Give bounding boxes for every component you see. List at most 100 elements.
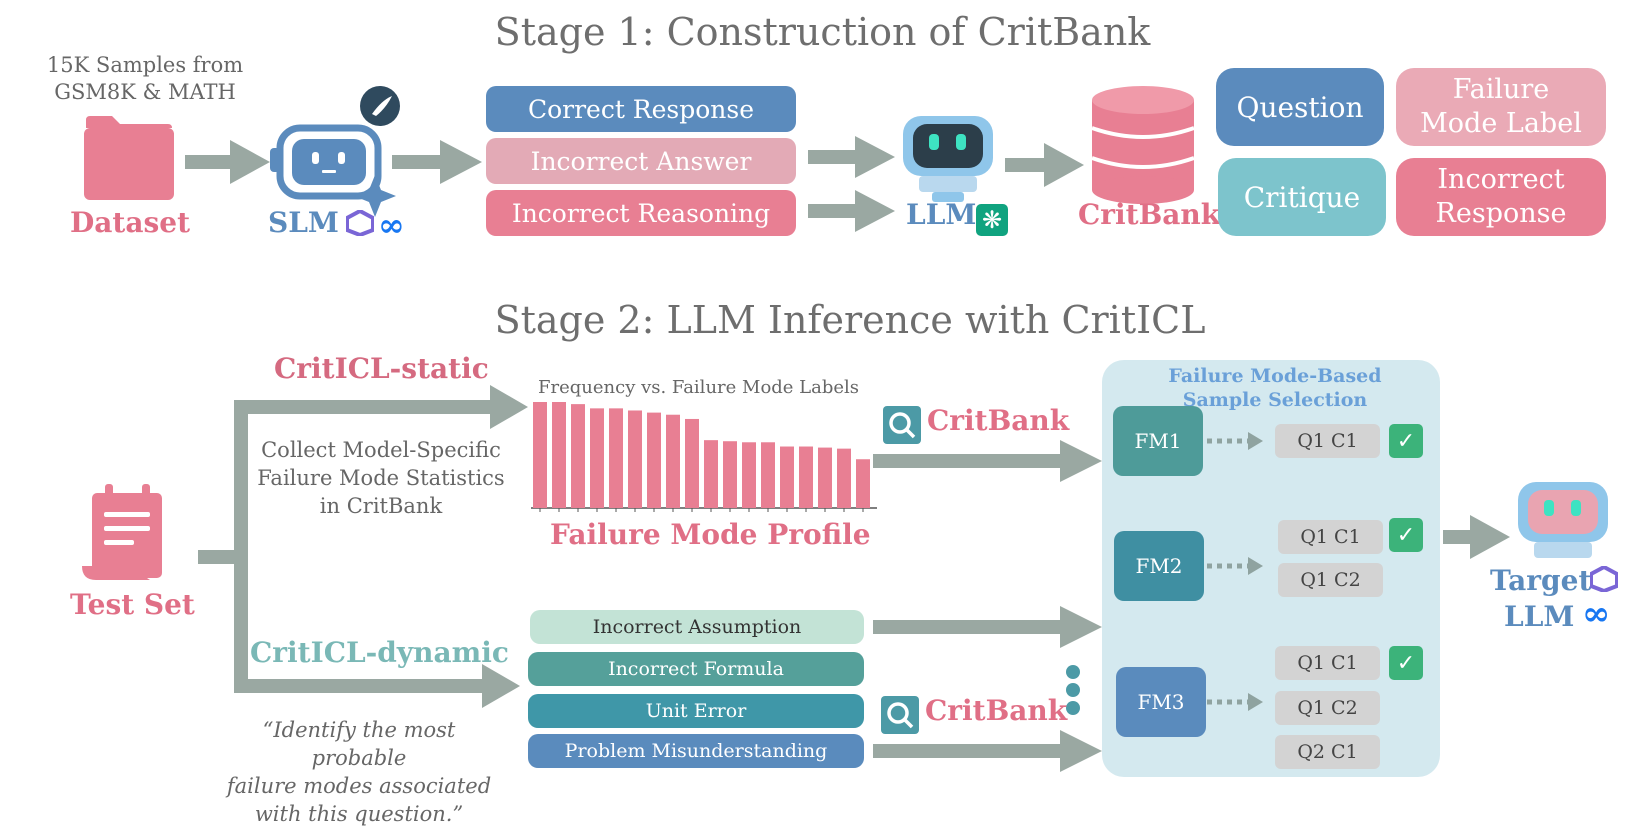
quote-line-2: failure modes associated	[226, 774, 492, 798]
llm-label: LLM	[906, 198, 977, 231]
question-field: Question	[1216, 68, 1384, 146]
search-icon	[881, 696, 919, 734]
qwen-logo-icon	[1589, 564, 1619, 594]
dotted-arrow-fm2	[1207, 557, 1263, 575]
failure-mode-incorrect-formula: Incorrect Formula	[528, 652, 864, 686]
target-label: Target	[1490, 564, 1592, 597]
arrow-llm-critbank	[1005, 143, 1084, 187]
selection-title-line-1: Failure Mode-Based	[1168, 365, 1382, 387]
check-icon: ✓	[1389, 646, 1423, 680]
chart-bar	[552, 402, 566, 508]
ellipsis-dots	[1066, 665, 1080, 715]
failure-mode-label-line-1: Failure	[1452, 74, 1550, 105]
correct-response-box: Correct Response	[486, 86, 796, 132]
slm-robot-icon	[270, 86, 400, 217]
chart-bar	[799, 446, 813, 508]
chart-bar	[590, 408, 604, 508]
meta-logo-icon: ∞	[1582, 594, 1611, 634]
incorrect-reasoning-box: Incorrect Reasoning	[486, 190, 796, 236]
meta-logo-icon: ∞	[378, 206, 405, 244]
chart-bar	[533, 402, 547, 508]
incorrect-response-field: Incorrect Response	[1396, 158, 1606, 236]
failure-mode-label-line-2: Mode Label	[1420, 108, 1582, 139]
dynamic-prompt-quote: “Identify the most probable failure mode…	[214, 716, 504, 828]
fm2-sample-q1c1: Q1 C1	[1278, 520, 1383, 554]
chart-bar	[742, 442, 756, 508]
collect-line-3: in CritBank	[319, 494, 443, 518]
fm1-sample-q1c1: Q1 C1	[1275, 424, 1380, 458]
incorrect-answer-box: Incorrect Answer	[486, 138, 796, 184]
failure-frequency-chart	[531, 402, 877, 512]
fm3-sample-q1c1: Q1 C1	[1275, 646, 1380, 680]
target-robot-icon	[1518, 482, 1608, 558]
failure-mode-label-field: Failure Mode Label	[1396, 68, 1606, 146]
fm3-sample-q2c1: Q2 C1	[1275, 735, 1380, 769]
arrow-dynamic-selection-2	[873, 730, 1102, 772]
chart-bar	[628, 410, 642, 508]
fm1-box: FM1	[1113, 406, 1203, 476]
selection-panel-title: Failure Mode-Based Sample Selection	[1110, 364, 1440, 412]
openai-logo-icon: ❋	[976, 204, 1008, 236]
slm-label: SLM	[268, 206, 339, 239]
chart-bar	[723, 441, 737, 508]
stage1-title: Stage 1: Construction of CritBank	[494, 10, 1151, 54]
critique-field: Critique	[1218, 158, 1386, 236]
database-icon	[1091, 86, 1195, 204]
chart-bar	[609, 408, 623, 508]
chart-bar	[647, 412, 661, 508]
dotted-arrow-fm1	[1207, 432, 1263, 450]
arrow-static-selection	[873, 440, 1102, 482]
chart-bar	[818, 447, 832, 508]
arrow-slm-responses	[392, 140, 482, 184]
tree-arrows	[198, 385, 528, 708]
fm3-box: FM3	[1116, 667, 1206, 737]
incorrect-response-line-2: Response	[1435, 198, 1567, 229]
collect-line-1: Collect Model-Specific	[261, 438, 501, 462]
failure-mode-unit-error: Unit Error	[528, 694, 864, 728]
chart-title: Frequency vs. Failure Mode Labels	[538, 377, 860, 398]
fm2-box: FM2	[1114, 531, 1204, 601]
chart-bar	[571, 404, 585, 508]
critbank-search-label-2: CritBank	[925, 694, 1068, 727]
chart-bar	[666, 414, 680, 508]
chart-bar	[837, 448, 851, 508]
check-icon: ✓	[1389, 518, 1423, 552]
collect-statistics-caption: Collect Model-Specific Failure Mode Stat…	[250, 436, 512, 520]
samples-caption: 15K Samples from GSM8K & MATH	[40, 52, 250, 106]
arrow-responses-llm-2	[808, 190, 895, 232]
search-icon	[883, 406, 921, 444]
chart-bar	[761, 442, 775, 508]
dotted-arrow-fm3	[1207, 693, 1263, 711]
folder-icon	[84, 116, 174, 200]
check-icon: ✓	[1389, 424, 1423, 458]
stage2-title: Stage 2: LLM Inference with CritICL	[494, 298, 1206, 342]
collect-line-2: Failure Mode Statistics	[257, 466, 505, 490]
chart-bar	[780, 446, 794, 508]
quote-line-1: “Identify the most probable	[262, 718, 456, 770]
llm-robot-icon	[903, 116, 993, 202]
chart-bar	[856, 459, 870, 508]
failure-mode-problem-misunderstanding: Problem Misunderstanding	[528, 734, 864, 768]
qwen-logo-icon	[345, 208, 375, 238]
failure-mode-profile-label: Failure Mode Profile	[550, 518, 871, 551]
quote-line-3: with this question.”	[254, 802, 464, 826]
arrow-dynamic-selection-1	[873, 606, 1102, 648]
chart-bar	[685, 418, 699, 508]
samples-line-1: 15K Samples from	[46, 53, 244, 77]
fm2-sample-q1c2: Q1 C2	[1278, 563, 1383, 597]
test-set-label: Test Set	[70, 588, 195, 621]
arrow-dataset-slm	[185, 140, 270, 184]
test-set-icon	[82, 484, 162, 580]
fm3-sample-q1c2: Q1 C2	[1275, 691, 1380, 725]
dataset-label: Dataset	[70, 206, 191, 239]
arrow-selection-target	[1443, 515, 1510, 559]
samples-line-2: GSM8K & MATH	[54, 80, 236, 104]
target-llm-label: LLM	[1504, 600, 1575, 633]
critbank-label: CritBank	[1078, 198, 1221, 231]
chart-bar	[704, 440, 718, 508]
criticl-static-label: CritICL-static	[274, 352, 489, 385]
incorrect-response-line-1: Incorrect	[1437, 164, 1565, 195]
failure-mode-incorrect-assumption: Incorrect Assumption	[530, 610, 864, 644]
selection-title-line-2: Sample Selection	[1182, 389, 1368, 411]
arrow-responses-llm-1	[808, 136, 895, 178]
